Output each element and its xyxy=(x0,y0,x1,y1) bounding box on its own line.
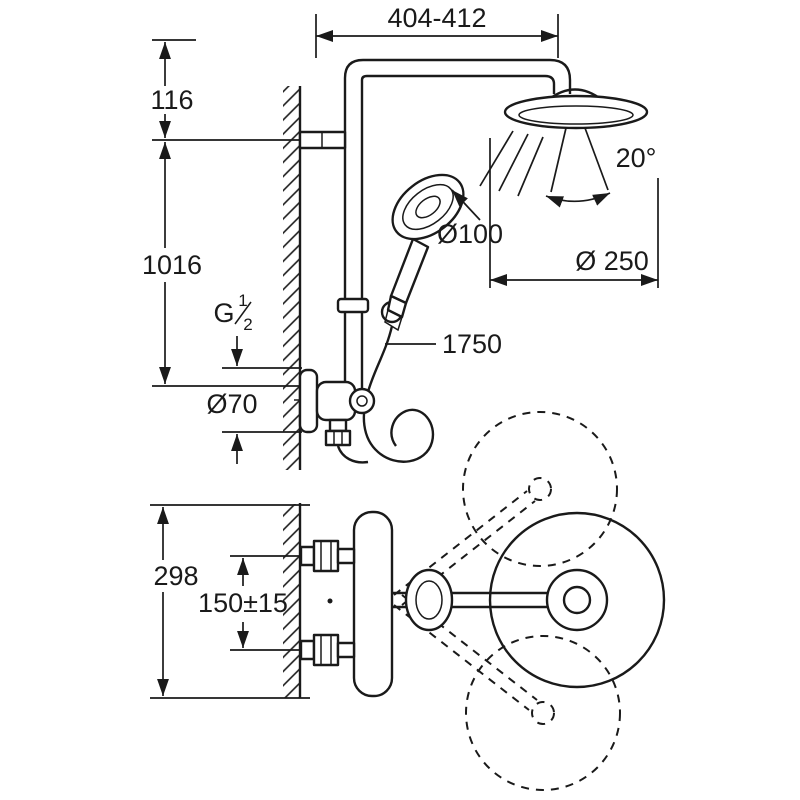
union-nut-lower xyxy=(312,633,340,667)
dim-wall-offset-label: 116 xyxy=(150,85,193,115)
spray-lines xyxy=(479,130,544,197)
dim-hand-shower-diameter-label: Ø100 xyxy=(437,219,503,249)
head-shower xyxy=(503,88,649,130)
hand-shower xyxy=(384,173,465,332)
shower-arm-plan xyxy=(392,568,549,632)
hose-nut xyxy=(324,429,352,447)
thread-size-letter: G xyxy=(213,298,234,328)
spray-angle-dim: 20° xyxy=(545,127,657,208)
dim-escutcheon-label: Ø70 xyxy=(206,389,257,419)
thread-size: G 1 2 xyxy=(213,291,252,334)
diverter-knob xyxy=(348,387,376,415)
fraction-slash xyxy=(234,301,252,325)
thread-size-denominator: 2 xyxy=(243,315,252,334)
head-shower-face xyxy=(518,105,634,125)
diverter-valve xyxy=(294,368,376,447)
escutcheon xyxy=(298,368,319,434)
center-mark xyxy=(327,598,333,604)
dim-head-diameter-label: Ø 250 xyxy=(575,246,649,276)
head-shower-plan-outer xyxy=(488,511,666,689)
dim-hand-shower-diameter: Ø100 xyxy=(437,189,503,249)
swivel-position-upper xyxy=(462,411,618,567)
dim-depth: 298 xyxy=(150,504,310,699)
dim-escutcheon: Ø70 xyxy=(206,336,302,464)
riser-pipe xyxy=(298,58,572,390)
dim-wall-offset: 116 xyxy=(150,39,300,141)
dim-riser-height-label: 1016 xyxy=(142,250,202,280)
union-upper xyxy=(299,539,356,573)
shower-hose xyxy=(336,325,435,464)
dim-connection-spacing-label: 150±15 xyxy=(198,588,288,618)
valve-outlet xyxy=(328,418,348,433)
wall-top xyxy=(283,86,302,470)
slider-clamp xyxy=(336,297,370,314)
thread-size-numerator: 1 xyxy=(238,291,247,310)
hand-shower-handle xyxy=(389,237,430,305)
dim-hose-length-label: 1750 xyxy=(442,329,502,359)
thermostat xyxy=(299,510,394,698)
wall-hatch-top xyxy=(283,86,300,470)
head-shower-plan xyxy=(488,511,666,689)
spray-angle-label: 20° xyxy=(616,143,657,173)
swivel-position-lower xyxy=(465,635,621,791)
hand-shower-holder-plan xyxy=(404,568,454,632)
union-lower xyxy=(299,633,356,667)
dim-top-width-label: 404-412 xyxy=(387,3,486,33)
thermostat-body xyxy=(352,510,394,698)
dim-depth-label: 298 xyxy=(153,561,198,591)
swivel-range-dashed xyxy=(393,411,621,791)
head-shower-plan-hub xyxy=(545,568,609,632)
dim-connection-spacing: 150±15 xyxy=(198,555,300,651)
dim-riser-height: 1016 xyxy=(142,142,312,387)
hand-shower-face xyxy=(391,173,465,241)
dim-top-width: 404-412 xyxy=(315,3,559,58)
union-nut-upper xyxy=(312,539,340,573)
head-shower-outer xyxy=(503,94,649,130)
dim-hose-length: 1750 xyxy=(385,329,502,359)
dim-head-diameter: Ø 250 xyxy=(489,138,659,288)
